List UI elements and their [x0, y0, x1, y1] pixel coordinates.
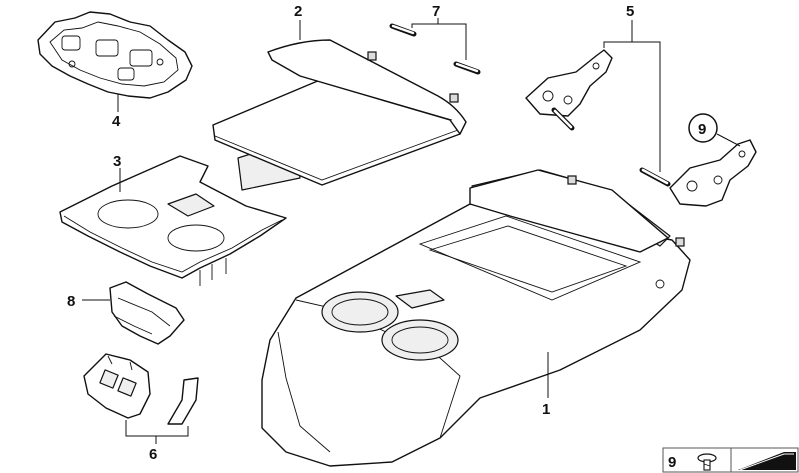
- callout-7: 7: [432, 3, 440, 20]
- callout-9: 9: [698, 121, 706, 138]
- leader-7: [411, 23, 467, 60]
- callout-6: 6: [149, 446, 157, 463]
- part-6-strip[interactable]: [167, 377, 199, 425]
- part-4-liner[interactable]: [37, 11, 193, 99]
- callout-9-ring: [688, 113, 718, 143]
- callout-1: 1: [542, 401, 550, 418]
- part-5-hinge-lower[interactable]: [639, 139, 757, 207]
- part-3-cupholder-tray[interactable]: [59, 155, 287, 286]
- legend-number: 9: [668, 454, 676, 471]
- part-5-hinge-upper[interactable]: [525, 49, 613, 131]
- part-8-clip[interactable]: [109, 281, 185, 345]
- part-1-armrest-console[interactable]: [261, 169, 691, 467]
- callout-8: 8: [67, 293, 75, 310]
- part-2-lid[interactable]: [212, 39, 467, 191]
- legend-panel: 9: [662, 447, 799, 473]
- callout-3: 3: [113, 153, 121, 170]
- screw-icon: [697, 453, 717, 471]
- leader-5: [603, 41, 661, 172]
- wedge-icon: [738, 452, 796, 471]
- part-7-pins[interactable]: [389, 23, 481, 75]
- leader-6: [125, 420, 189, 437]
- callout-2: 2: [294, 3, 302, 20]
- callout-4: 4: [112, 113, 121, 130]
- callout-5: 5: [626, 3, 634, 20]
- part-6-latch[interactable]: [83, 353, 151, 419]
- leader-9: [716, 133, 741, 147]
